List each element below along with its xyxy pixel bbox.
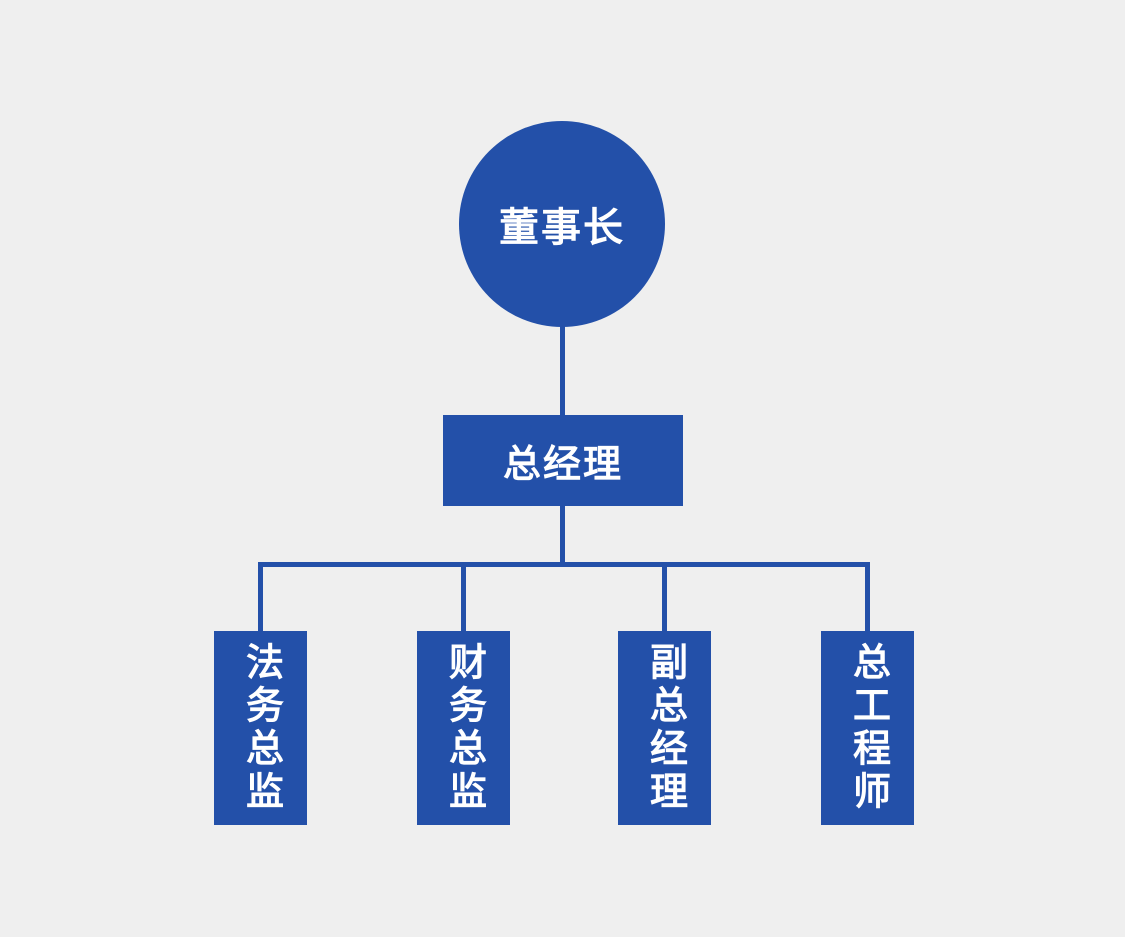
- node-general-manager-label: 总经理: [502, 444, 623, 486]
- node-deputy-general-manager-label: 副总经理: [643, 642, 686, 814]
- connector-chairman-to-manager: [560, 326, 565, 416]
- node-chief-engineer[interactable]: 总工程师: [821, 631, 914, 825]
- node-chairman[interactable]: 董事长: [459, 121, 665, 327]
- connector-manager-to-bus: [560, 506, 565, 567]
- node-chief-engineer-label: 总工程师: [846, 642, 889, 814]
- connector-bus-to-finance-director: [461, 562, 466, 631]
- connector-bus-to-deputy-gm: [662, 562, 667, 631]
- connector-bus-to-chief-engineer: [865, 562, 870, 631]
- node-legal-director-label: 法务总监: [239, 642, 282, 814]
- node-general-manager[interactable]: 总经理: [443, 415, 683, 506]
- node-chairman-label: 董事长: [499, 206, 625, 250]
- connector-bus-to-legal-director: [258, 562, 263, 631]
- node-finance-director[interactable]: 财务总监: [417, 631, 510, 825]
- node-finance-director-label: 财务总监: [442, 642, 485, 814]
- node-legal-director[interactable]: 法务总监: [214, 631, 307, 825]
- node-deputy-general-manager[interactable]: 副总经理: [618, 631, 711, 825]
- connector-bus: [258, 562, 870, 567]
